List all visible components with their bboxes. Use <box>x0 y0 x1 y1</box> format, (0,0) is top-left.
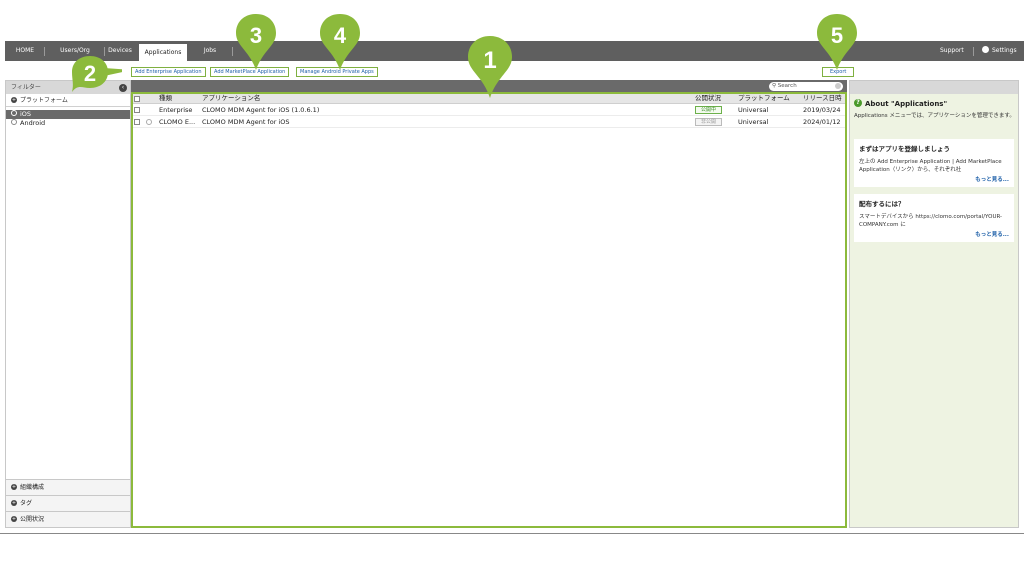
search-input[interactable]: ⚲ Search <box>769 82 843 91</box>
table-row[interactable]: CLOMO E... CLOMO MDM Agent for iOS 非公開 U… <box>131 116 847 128</box>
gear-icon <box>982 46 989 53</box>
header-name[interactable]: アプリケーション名 <box>202 94 261 102</box>
callout-5-number: 5 <box>831 23 843 48</box>
manage-android-private-apps-button[interactable]: Manage Android Private Apps <box>296 67 378 77</box>
plus-icon: + <box>11 499 17 506</box>
callout-3: 3 <box>236 14 276 70</box>
table-row[interactable]: Enterprise CLOMO MDM Agent for iOS (1.0.… <box>131 104 847 116</box>
publish-status-section[interactable]: +公開状況 <box>6 511 130 527</box>
status-badge: 公開中 <box>695 106 723 114</box>
platform-section[interactable]: +プラットフォーム <box>6 94 130 107</box>
disabled-icon <box>146 119 152 125</box>
plus-icon: + <box>11 483 17 490</box>
org-section[interactable]: +組織構成 <box>6 479 130 495</box>
callout-1: 1 <box>468 36 512 98</box>
tab-jobs[interactable]: Jobs <box>187 41 233 61</box>
tab-devices[interactable]: Devices <box>108 47 132 54</box>
application-list: ⚲ Search 種類 アプリケーション名 公開状況 プラットフォーム リリース… <box>131 80 847 528</box>
help-panel-header <box>850 81 1018 94</box>
collapse-icon[interactable]: ‹ <box>119 84 127 92</box>
clear-icon[interactable] <box>835 83 841 89</box>
help-description: Applications メニューでは、アプリケーションを管理できます。 <box>854 113 1015 119</box>
row-checkbox[interactable] <box>134 107 140 113</box>
row-type: CLOMO E... <box>159 118 196 126</box>
header-type[interactable]: 種類 <box>159 94 172 102</box>
add-marketplace-application-button[interactable]: Add MarketPlace Application <box>210 67 290 77</box>
nav-divider <box>973 47 974 56</box>
select-all-checkbox[interactable] <box>134 96 140 102</box>
tag-section[interactable]: +タグ <box>6 495 130 511</box>
help-card-title: 配布するには？ <box>859 200 905 208</box>
header-status[interactable]: 公開状況 <box>695 94 721 102</box>
settings-label: Settings <box>992 47 1017 54</box>
callout-4-number: 4 <box>334 23 347 48</box>
help-card-body: 左上の Add Enterprise Application | Add Mar… <box>859 159 1002 173</box>
header-platform[interactable]: プラットフォーム <box>738 94 790 102</box>
callout-3-number: 3 <box>250 23 262 48</box>
help-title: ?About "Applications" <box>854 99 947 108</box>
radio-icon <box>11 110 17 116</box>
callout-1-number: 1 <box>483 47 496 74</box>
row-date: 2019/03/24 <box>803 106 841 114</box>
callout-2: 2 <box>72 56 122 92</box>
help-card-body: スマートデバイスから https://clomo.com/portal/YOUR… <box>859 214 1003 228</box>
bottom-divider <box>0 533 1024 534</box>
row-platform: Universal <box>738 106 769 114</box>
row-name[interactable]: CLOMO MDM Agent for iOS <box>202 118 290 126</box>
support-link[interactable]: Support <box>940 47 964 54</box>
help-card: 配布するには？ スマートデバイスから https://clomo.com/por… <box>854 194 1014 242</box>
export-button[interactable]: Export <box>822 67 855 77</box>
tab-home[interactable]: HOME <box>5 41 45 61</box>
help-card-title: まずはアプリを登録しましょう <box>859 145 950 153</box>
radio-icon <box>11 119 17 125</box>
row-checkbox[interactable] <box>134 119 140 125</box>
callout-5: 5 <box>817 14 857 70</box>
filter-title: フィルター <box>11 84 41 91</box>
help-panel: ?About "Applications" Applications メニューで… <box>849 80 1019 528</box>
plus-icon: + <box>11 515 17 522</box>
callout-2-number: 2 <box>84 61 96 86</box>
filter-sidebar: フィルター ‹ +プラットフォーム iOS Android +組織構成 +タグ … <box>5 80 131 528</box>
plus-icon: + <box>11 96 17 103</box>
read-more-link[interactable]: もっと見る... <box>975 232 1009 238</box>
help-card: まずはアプリを登録しましょう 左上の Add Enterprise Applic… <box>854 139 1014 187</box>
row-platform: Universal <box>738 118 769 126</box>
table-header: 種類 アプリケーション名 公開状況 プラットフォーム リリース日時 <box>131 93 847 104</box>
callout-4: 4 <box>320 14 360 70</box>
header-release-date[interactable]: リリース日時 <box>803 94 842 102</box>
platform-ios[interactable]: iOS <box>6 110 130 119</box>
search-placeholder: Search <box>777 83 797 89</box>
question-icon: ? <box>854 99 862 107</box>
row-name[interactable]: CLOMO MDM Agent for iOS (1.0.6.1) <box>202 106 320 114</box>
platform-android[interactable]: Android <box>6 119 130 128</box>
row-date: 2024/01/12 <box>803 118 841 126</box>
status-badge: 非公開 <box>695 118 723 126</box>
tab-applications[interactable]: Applications <box>139 44 187 61</box>
add-enterprise-application-button[interactable]: Add Enterprise Application <box>131 67 206 77</box>
row-type: Enterprise <box>159 106 193 114</box>
tab-users-org[interactable]: Users/Org <box>45 41 105 61</box>
read-more-link[interactable]: もっと見る... <box>975 177 1009 183</box>
settings-link[interactable]: Settings <box>982 41 1017 61</box>
